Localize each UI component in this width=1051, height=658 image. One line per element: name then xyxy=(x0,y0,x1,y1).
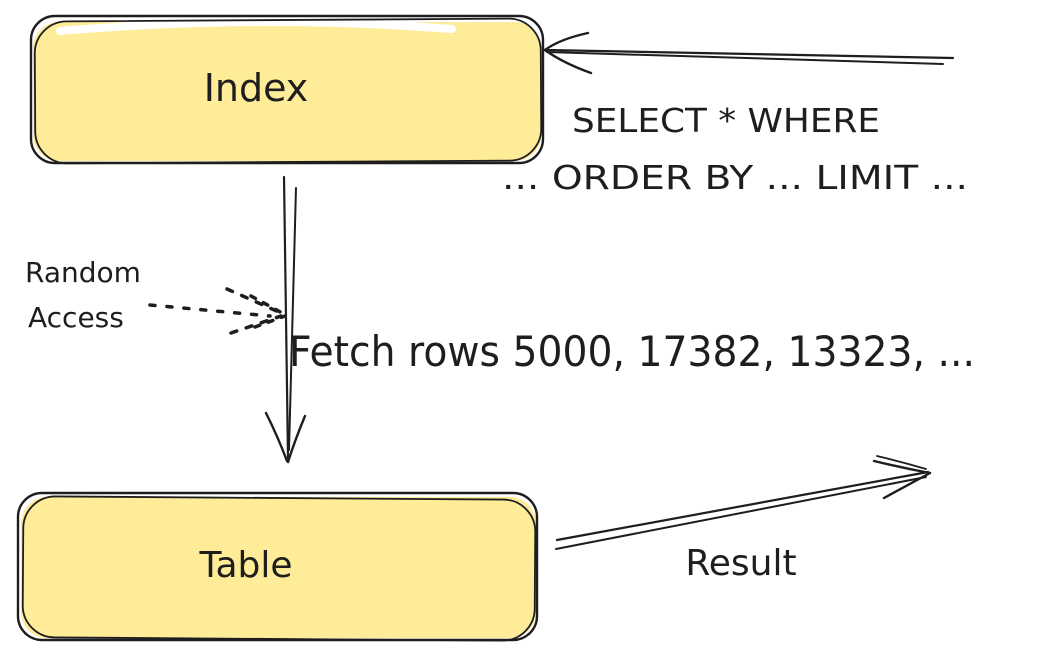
table-node-fill xyxy=(21,497,536,638)
result-arrow: Result xyxy=(555,455,932,584)
fetch-arrowhead-left xyxy=(264,411,289,463)
random-access-dotted-shaft xyxy=(148,303,272,318)
index-node-highlight xyxy=(56,17,456,35)
random-access-arrowhead-lower xyxy=(229,314,283,335)
result-arrow-shaft-sketch xyxy=(555,476,927,550)
fetch-arrow-shaft xyxy=(282,175,290,460)
random-access-arrowhead-inner-upper xyxy=(249,294,286,316)
query-arrow: SELECT * WHERE ... ORDER BY ... LIMIT ..… xyxy=(502,31,968,197)
table-node: Table xyxy=(16,491,539,642)
fetch-arrowhead-right xyxy=(286,414,307,464)
index-node-outline-sketch xyxy=(33,17,543,165)
query-arrow-shaft-sketch xyxy=(546,51,944,65)
result-arrow-shaft xyxy=(555,470,930,542)
query-label-line2: ... ORDER BY ... LIMIT ... xyxy=(502,158,968,197)
random-access-label-line2: Access xyxy=(28,301,124,334)
result-arrowhead-lower xyxy=(882,471,932,500)
result-arrowhead-upper xyxy=(872,459,932,475)
index-node-label: Index xyxy=(204,66,309,110)
result-arrowhead-upper-sketch xyxy=(876,455,927,470)
table-node-label: Table xyxy=(198,545,292,586)
fetch-arrow-shaft-sketch xyxy=(288,187,297,451)
index-node: Index xyxy=(29,14,545,165)
table-node-outline xyxy=(16,491,539,642)
random-access-arrow: Random Access xyxy=(25,256,287,335)
index-node-fill xyxy=(33,22,541,161)
random-access-arrowhead-inner-lower xyxy=(253,314,287,329)
query-arrowhead-lower xyxy=(543,48,593,75)
fetch-label: Fetch rows 5000, 17382, 13323, ... xyxy=(289,327,975,376)
table-node-outline-sketch xyxy=(21,495,537,642)
query-label-line1: SELECT * WHERE xyxy=(572,101,880,140)
random-access-label-line1: Random xyxy=(25,256,141,289)
query-arrow-shaft xyxy=(544,48,955,60)
index-node-outline xyxy=(29,14,545,165)
result-label: Result xyxy=(685,543,796,584)
query-arrowhead-upper xyxy=(543,31,590,52)
fetch-arrow: Fetch rows 5000, 17382, 13323, ... xyxy=(264,175,975,464)
random-access-arrowhead-upper xyxy=(225,287,283,315)
